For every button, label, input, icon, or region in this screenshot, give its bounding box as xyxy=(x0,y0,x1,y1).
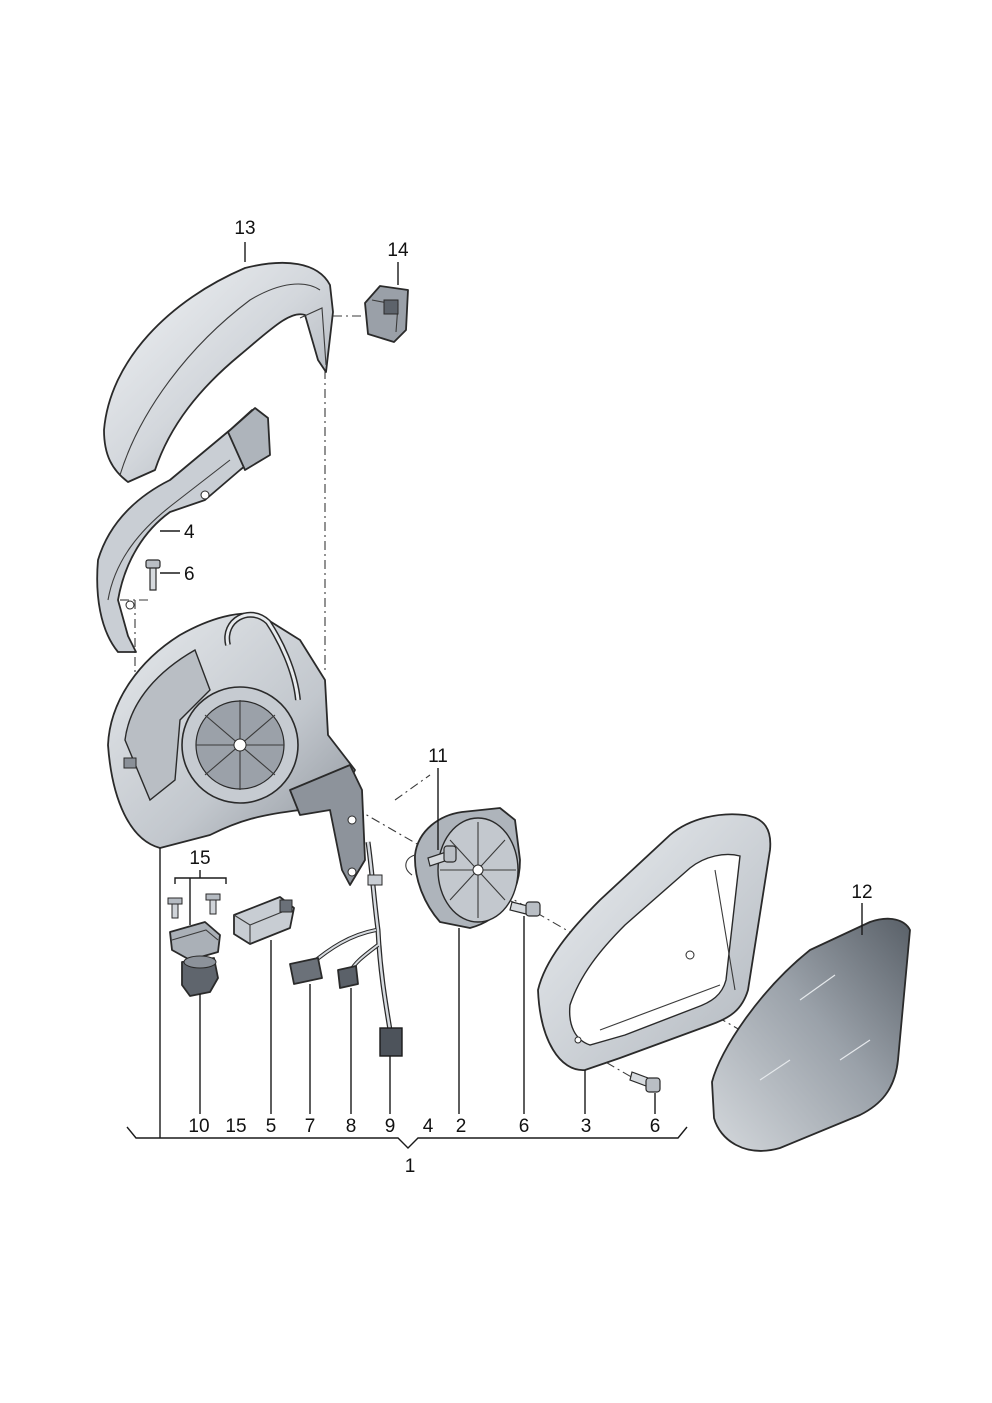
screw-part-6-frame xyxy=(629,1071,661,1093)
adjustment-motor-part xyxy=(405,807,521,929)
callout-13: 13 xyxy=(234,218,255,239)
leader-lines xyxy=(126,242,863,1149)
callout-6-cap: 6 xyxy=(184,564,195,585)
callout-5: 5 xyxy=(266,1116,277,1137)
bracket-part xyxy=(167,893,221,961)
callout-7: 7 xyxy=(305,1116,316,1137)
callout-6-frame: 6 xyxy=(650,1116,661,1137)
callout-14: 14 xyxy=(387,240,409,261)
callout-11: 11 xyxy=(428,746,448,767)
callout-8: 8 xyxy=(346,1116,357,1137)
mirror-glass-part xyxy=(711,917,911,1152)
screw-part-11 xyxy=(427,845,457,867)
callout-1: 1 xyxy=(405,1156,416,1177)
callout-9: 9 xyxy=(385,1116,396,1137)
screw-part-6-motor xyxy=(509,901,541,917)
turn-signal-connector-part xyxy=(364,285,409,343)
callout-6-motor: 6 xyxy=(519,1116,530,1137)
callout-15: 15 xyxy=(225,1116,246,1137)
wiring-harness-part xyxy=(289,841,403,1057)
callouts: 13 14 4 6 11 12 15 10 15 5 7 8 9 4 2 6 3… xyxy=(184,218,873,1177)
callout-15-bracket: 15 xyxy=(189,848,210,869)
mirror-cap-part xyxy=(103,261,334,483)
mirror-frame-part xyxy=(537,813,772,1071)
callout-2: 2 xyxy=(456,1116,467,1137)
sensor-part xyxy=(181,955,219,997)
callout-10: 10 xyxy=(188,1116,209,1137)
control-unit-part xyxy=(233,896,295,945)
callout-12: 12 xyxy=(851,882,872,903)
screw-part-6-cap xyxy=(145,559,161,591)
callout-4-strip: 4 xyxy=(184,522,195,543)
callout-4: 4 xyxy=(423,1116,434,1137)
turn-signal-strip-part xyxy=(96,407,271,653)
mirror-housing-part xyxy=(107,611,366,886)
callout-3: 3 xyxy=(581,1116,592,1137)
